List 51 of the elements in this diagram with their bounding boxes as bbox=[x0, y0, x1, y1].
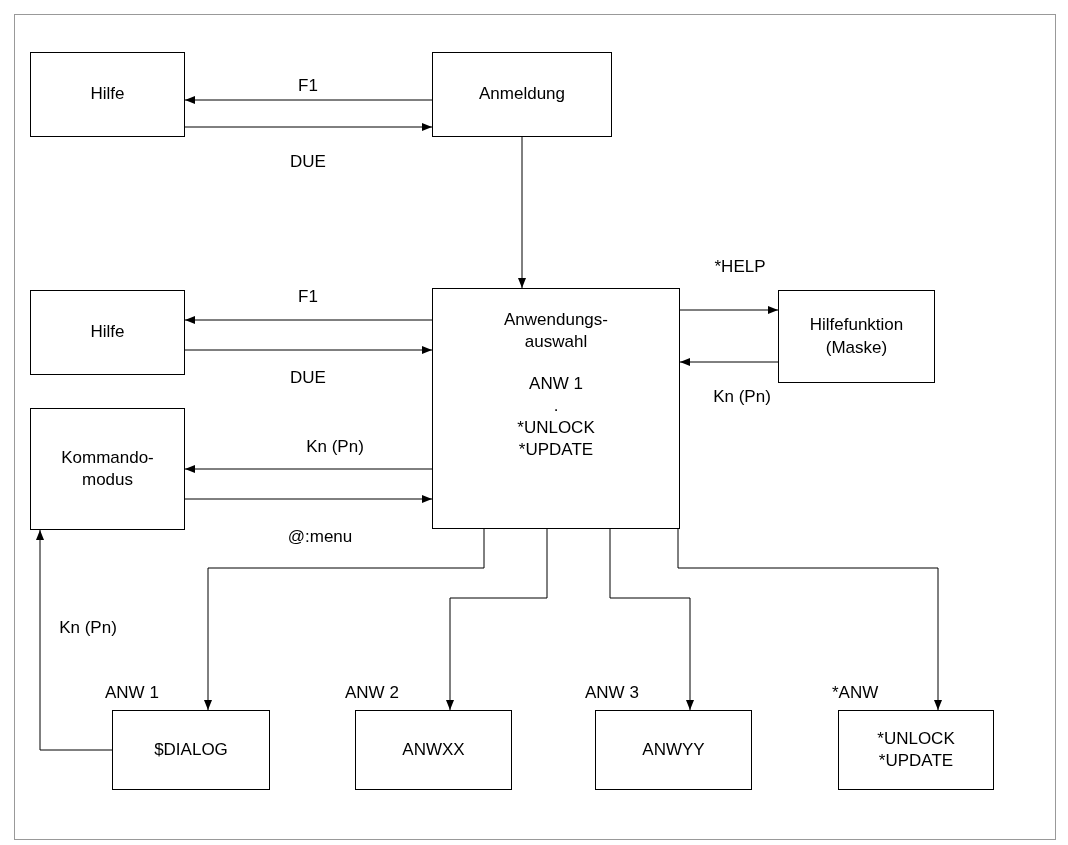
box-text: ANW 1 bbox=[529, 373, 583, 396]
box-text: *UNLOCK *UPDATE bbox=[876, 727, 956, 772]
box-text: Hilfe bbox=[90, 321, 125, 344]
arrow bbox=[184, 123, 433, 131]
box-text: *UPDATE bbox=[518, 439, 594, 462]
box-text: . bbox=[553, 395, 559, 418]
process-box bbox=[112, 710, 270, 790]
edge-label: DUE bbox=[290, 367, 326, 390]
arrow bbox=[184, 495, 433, 503]
box-text: Anmeldung bbox=[479, 83, 565, 106]
arrow bbox=[679, 306, 779, 314]
edge-label: Kn (Pn) bbox=[713, 386, 771, 409]
box-text: ANWXX bbox=[402, 738, 465, 761]
arrow bbox=[184, 96, 433, 104]
process-box bbox=[432, 52, 612, 137]
box-text: $DIALOG bbox=[154, 738, 228, 761]
box-caption: ANW 2 bbox=[345, 682, 399, 704]
arrow bbox=[446, 528, 548, 711]
edge-label: F1 bbox=[298, 75, 318, 98]
arrow bbox=[184, 465, 433, 473]
arrow bbox=[679, 358, 779, 366]
box-text: *UNLOCK bbox=[517, 417, 595, 440]
process-box bbox=[595, 710, 752, 790]
edge-label: F1 bbox=[298, 286, 318, 309]
process-box bbox=[30, 408, 185, 530]
edge-label: *HELP bbox=[714, 256, 766, 279]
arrow bbox=[184, 316, 433, 324]
edge-label: @:menu bbox=[287, 526, 353, 549]
arrow bbox=[36, 529, 113, 751]
process-box bbox=[838, 710, 994, 790]
box-caption: ANW 1 bbox=[105, 682, 159, 704]
process-box bbox=[778, 290, 935, 383]
arrow bbox=[184, 346, 433, 354]
box-text: Hilfe bbox=[90, 83, 125, 106]
process-box bbox=[432, 288, 680, 529]
process-box bbox=[30, 290, 185, 375]
box-caption: ANW 3 bbox=[585, 682, 639, 704]
arrow bbox=[518, 136, 526, 289]
box-heading: Anwendungs- auswahl bbox=[503, 309, 609, 354]
edge-label: DUE bbox=[290, 151, 326, 174]
box-text: ANWYY bbox=[642, 738, 705, 761]
box-caption: *ANW bbox=[832, 682, 879, 704]
arrow bbox=[609, 528, 694, 711]
arrow bbox=[204, 528, 485, 711]
edge-label: Kn (Pn) bbox=[59, 617, 117, 640]
process-box bbox=[30, 52, 185, 137]
box-text: Kommando- modus bbox=[60, 446, 155, 491]
arrow bbox=[677, 528, 942, 711]
box-text: Hilfefunktion (Maske) bbox=[808, 314, 905, 359]
process-box bbox=[355, 710, 512, 790]
edge-label: Kn (Pn) bbox=[306, 436, 364, 459]
